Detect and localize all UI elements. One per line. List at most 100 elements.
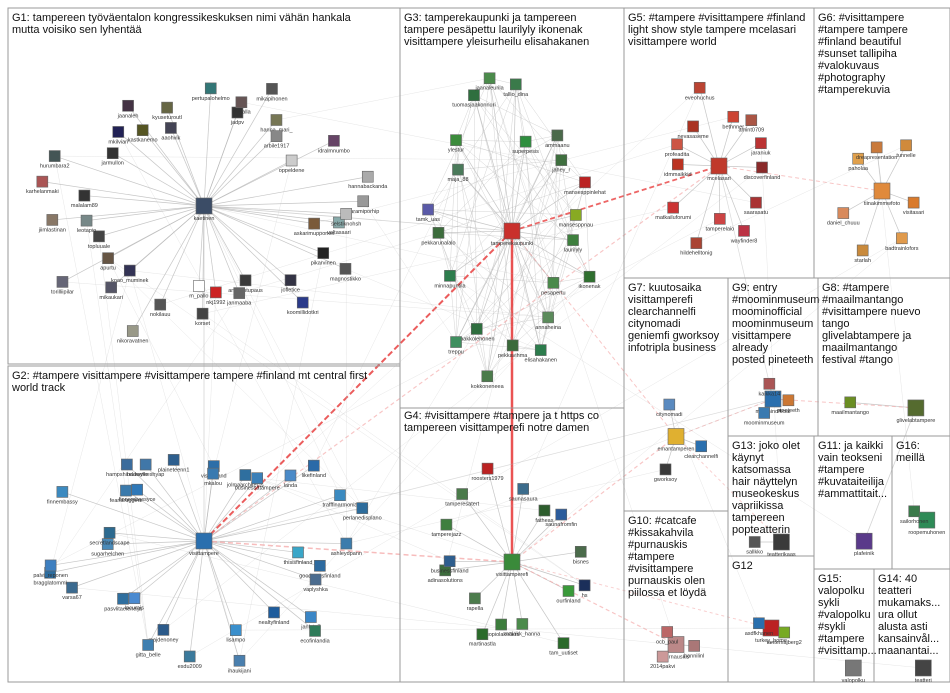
node-label: 2014pakvi — [650, 664, 675, 670]
node-avatar — [504, 554, 520, 570]
node-avatar — [234, 655, 245, 666]
node-label: korset — [195, 321, 210, 327]
group-label-g9: G9: entry #moominmuseumc... moominoffici… — [732, 282, 820, 366]
node-apurtu: apurtu — [100, 253, 116, 272]
node-label: starlah — [854, 258, 871, 264]
node-avatar — [266, 83, 277, 94]
node-avatar — [271, 131, 282, 142]
node-label: jaraniuk — [750, 151, 771, 157]
node-label: landa — [284, 483, 298, 489]
node-label: rapella — [467, 606, 484, 612]
node-avatar — [129, 593, 140, 604]
node-label: nkj1992 — [206, 300, 225, 306]
node-avatar — [477, 629, 488, 640]
node-avatar — [205, 83, 216, 94]
node-label: tamperesatert — [445, 502, 479, 508]
node-label: nokilauu — [150, 312, 171, 318]
node-label: mcelasari — [707, 176, 731, 182]
node-label: leotapio — [77, 228, 96, 234]
node-label: lisampo — [226, 638, 245, 644]
node-label: pekkavihma — [498, 353, 528, 359]
node-label: roosters1979 — [472, 476, 504, 482]
node-label: roopemuhonen — [908, 530, 945, 536]
node-label: ihaukijani — [228, 668, 251, 674]
node-avatar — [753, 618, 764, 629]
node-avatar — [335, 490, 346, 501]
node-label: asdfkhanen — [745, 631, 773, 637]
node-avatar — [340, 263, 351, 274]
node-avatar — [660, 464, 671, 475]
node-avatar — [162, 102, 173, 113]
node-label: tantemajberg2 — [767, 640, 802, 646]
node-label: finnembassy — [47, 499, 78, 505]
node-avatar — [518, 483, 529, 494]
node-label: clearchannelfi — [684, 454, 718, 460]
node-avatar — [137, 125, 148, 136]
node-avatar — [451, 337, 462, 348]
node-avatar — [556, 509, 567, 520]
node-avatar — [779, 627, 790, 638]
node-label: plafeinik — [854, 551, 874, 557]
node-label: businessatampere — [235, 486, 280, 492]
node-label: topluuale — [88, 244, 110, 250]
group-label-g1: G1: tampereen työväentalon kongressikesk… — [12, 12, 382, 36]
node-avatar — [773, 534, 789, 550]
node-avatar — [196, 198, 212, 214]
node-label: glivelabtampere — [896, 418, 935, 424]
node-avatar — [568, 235, 579, 246]
node-label: jadpv — [230, 120, 244, 126]
node-label: varsa67 — [62, 595, 82, 601]
node-avatar — [749, 537, 760, 548]
node-label: aaohvik — [161, 135, 180, 141]
node-avatar — [579, 177, 590, 188]
node-label: pikarvinen — [311, 261, 336, 267]
node-avatar — [548, 277, 559, 288]
node-label: paholaa — [848, 166, 869, 172]
node-label: hildehelltonig — [680, 251, 712, 257]
node-label: jaakkolehonen — [458, 336, 494, 342]
node-avatar — [691, 238, 702, 249]
node-label: saarasatu — [744, 210, 768, 216]
node-avatar — [127, 326, 138, 337]
node-avatar — [37, 176, 48, 187]
node-label: hurumbara2 — [40, 164, 70, 170]
node-label: tam_uutiset — [549, 651, 578, 657]
node-avatar — [309, 218, 320, 229]
node-label: kbelalla — [232, 110, 252, 116]
node-avatar — [113, 126, 124, 137]
node-avatar — [535, 345, 546, 356]
node-avatar — [357, 503, 368, 514]
node-avatar — [579, 580, 590, 591]
node-avatar — [451, 135, 462, 146]
node-avatar — [453, 164, 464, 175]
node-avatar — [471, 323, 482, 334]
node-avatar — [484, 73, 495, 84]
node-avatar — [104, 527, 115, 538]
node-avatar — [908, 197, 919, 208]
node-avatar — [558, 638, 569, 649]
node-label: gitta_belle — [136, 652, 161, 658]
node-avatar — [482, 371, 493, 382]
node-label: jarmullon — [101, 161, 124, 167]
node-label: amint0709 — [738, 128, 764, 134]
node-avatar — [657, 651, 668, 662]
node-label: perlanedisplano — [343, 516, 382, 522]
node-avatar — [123, 100, 134, 111]
node-label: maailmantango — [831, 410, 869, 416]
node-label: finnembassyce — [119, 497, 156, 503]
node-avatar — [79, 190, 90, 201]
node-avatar — [915, 660, 931, 676]
node-avatar — [909, 506, 920, 517]
node-label: teatteri — [915, 678, 932, 684]
node-label: superpesis — [512, 149, 539, 155]
node-label: secretlandscape — [90, 540, 130, 546]
node-label: tamk_uas — [416, 217, 440, 223]
node-label: apurtu — [100, 266, 116, 272]
node-avatar — [750, 197, 761, 208]
node-landa: landa — [284, 470, 298, 489]
node-avatar — [286, 155, 297, 166]
node-label: profeadita — [665, 152, 690, 158]
node-avatar — [120, 485, 131, 496]
node-avatar — [358, 196, 369, 207]
node-avatar — [143, 639, 154, 650]
